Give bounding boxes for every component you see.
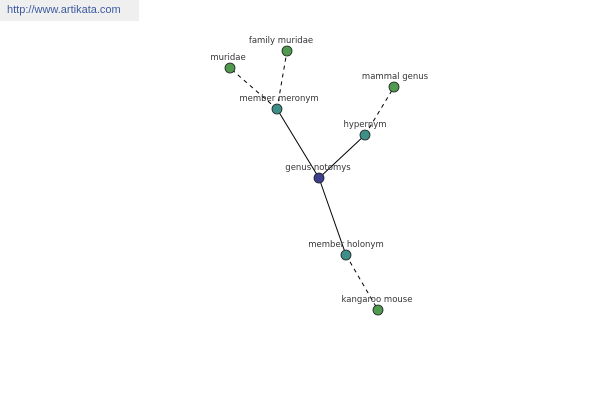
node-marker-kangaroo-mouse[interactable] [372,304,384,316]
nodes-layer: genus notomys member meronym hypernym membe… [210,36,429,316]
node-marker-member-meronym[interactable] [271,103,283,115]
node-label-muridae: muridae [210,53,245,63]
node-label-kangaroo-mouse: kangaroo mouse [342,295,413,305]
node-hypernym[interactable]: hypernym [343,120,387,141]
node-marker-member-holonym[interactable] [340,249,352,261]
node-label-family-muridae: family muridae [249,36,313,46]
node-label-member-holonym: member holonym [308,240,383,250]
node-marker-family-muridae[interactable] [281,45,293,57]
edge-member-meronym-to-muridae [229,67,278,110]
edge-genus-notomys-to-member-holonym [318,177,347,256]
node-marker-genus-notomys[interactable] [313,172,325,184]
node-label-mammal-genus: mammal genus [362,72,429,82]
edge-member-holonym-to-kangaroo-mouse [345,254,379,311]
node-family-muridae[interactable]: family muridae [249,36,313,57]
node-genus-notomys[interactable]: genus notomys [285,163,351,184]
node-muridae[interactable]: muridae [210,53,246,74]
site-url-watermark: http://www.artikata.com [0,0,139,21]
node-kangaroo-mouse[interactable]: kangaroo mouse [342,295,413,316]
edge-hypernym-to-mammal-genus [364,86,395,136]
edge-genus-notomys-to-member-meronym [276,108,320,179]
edge-genus-notomys-to-hypernym [318,134,366,179]
node-marker-muridae[interactable] [224,62,236,74]
node-marker-hypernym[interactable] [359,129,371,141]
node-label-member-meronym: member meronym [239,94,318,104]
node-member-holonym[interactable]: member holonym [308,240,384,261]
node-marker-mammal-genus[interactable] [388,81,400,93]
edge-member-meronym-to-family-muridae [276,50,288,110]
node-label-hypernym: hypernym [343,120,386,130]
node-label-genus-notomys: genus notomys [285,163,351,173]
edges-layer [229,50,395,311]
node-mammal-genus[interactable]: mammal genus [362,72,429,93]
node-member-meronym[interactable]: member meronym [239,94,319,115]
